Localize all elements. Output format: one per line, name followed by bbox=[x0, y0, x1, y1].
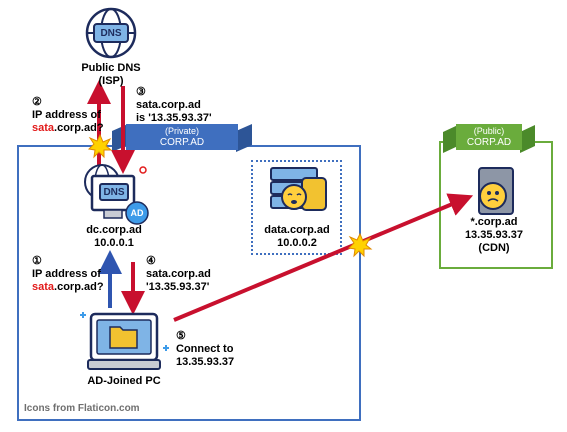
dc-hostname: dc.corp.ad bbox=[86, 224, 142, 236]
dc-label: dc.corp.ad 10.0.0.1 bbox=[76, 224, 152, 250]
public-zone-tag: (Public) bbox=[473, 126, 505, 136]
step3-line2: is '13.35.93.37' bbox=[136, 112, 212, 124]
step1-question-rest: .corp.ad? bbox=[54, 281, 104, 293]
burst-icon bbox=[87, 133, 113, 159]
dc-ad-badge: AD bbox=[130, 208, 144, 218]
data-hostname: data.corp.ad bbox=[264, 224, 330, 236]
step2-text: IP address of bbox=[32, 109, 101, 121]
step1-number: ① bbox=[32, 255, 42, 267]
arrow-step5-connect bbox=[173, 193, 474, 322]
public-dns-label: Public DNS (ISP) bbox=[71, 62, 151, 88]
public-dns-provider: (ISP) bbox=[98, 75, 124, 87]
icon-credit: Icons from Flaticon.com bbox=[24, 403, 140, 414]
public-dns-name: Public DNS bbox=[81, 62, 141, 74]
public-zone-ribbon bbox=[443, 124, 535, 153]
public-dns-globe-icon bbox=[85, 7, 137, 59]
cdn-ip: 13.35.93.37 bbox=[464, 229, 524, 241]
step2-label: ② IP address of sata.corp.ad? bbox=[32, 96, 104, 135]
step2-highlight: sata bbox=[32, 122, 55, 134]
step2-question-rest: .corp.ad? bbox=[54, 122, 104, 134]
step5-number: ⑤ bbox=[176, 330, 186, 342]
data-ip: 10.0.0.2 bbox=[277, 237, 317, 249]
step5-line2: 13.35.93.37 bbox=[176, 356, 235, 368]
step4-line2: '13.35.93.37' bbox=[146, 281, 210, 293]
step3-label: ③ sata.corp.ad is '13.35.93.37' bbox=[136, 86, 212, 125]
dc-ip: 10.0.0.1 bbox=[94, 237, 134, 249]
dc-icon-text: DNS bbox=[103, 187, 125, 198]
step4-line1: sata.corp.ad bbox=[146, 268, 211, 280]
step3-number: ③ bbox=[136, 86, 146, 98]
step1-label: ① IP address of sata.corp.ad? bbox=[32, 255, 104, 294]
step5-label: ⑤ Connect to 13.35.93.37 bbox=[176, 330, 234, 369]
step2-number: ② bbox=[32, 96, 42, 108]
cdn-label: *.corp.ad 13.35.93.37 (CDN) bbox=[454, 216, 534, 255]
public-dns-icon-text: DNS bbox=[100, 28, 122, 39]
burst-icon bbox=[347, 232, 373, 258]
cdn-server-icon bbox=[478, 167, 514, 215]
private-zone-tag: (Private) bbox=[164, 126, 199, 136]
data-server-dotted-box bbox=[251, 160, 342, 255]
pc-label: AD-Joined PC bbox=[87, 375, 161, 387]
dc-server-icon bbox=[84, 164, 149, 225]
laptop-icon bbox=[80, 312, 169, 370]
step4-label: ④ sata.corp.ad '13.35.93.37' bbox=[146, 255, 211, 294]
public-zone-name: CORP.AD bbox=[466, 137, 512, 148]
step2-question: sata.corp.ad? bbox=[32, 122, 104, 135]
data-server-label: data.corp.ad 10.0.0.2 bbox=[254, 224, 340, 250]
step1-text: IP address of bbox=[32, 268, 101, 280]
step1-question: sata.corp.ad? bbox=[32, 281, 104, 294]
step5-line1: Connect to bbox=[176, 343, 234, 355]
cdn-hostname: *.corp.ad bbox=[470, 216, 518, 228]
private-zone-name: CORP.AD bbox=[159, 137, 205, 148]
data-server-icon bbox=[270, 167, 327, 211]
step1-highlight: sata bbox=[32, 281, 55, 293]
step4-number: ④ bbox=[146, 255, 156, 267]
cdn-note: (CDN) bbox=[478, 242, 510, 254]
step3-line1: sata.corp.ad bbox=[136, 99, 201, 111]
